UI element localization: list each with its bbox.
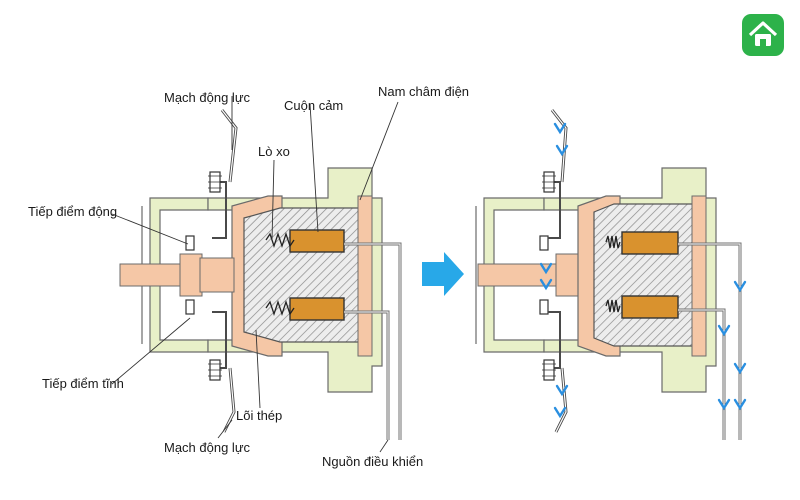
contactor-left xyxy=(111,96,402,453)
spring-top-left xyxy=(265,231,295,249)
label-electromagnet: Nam châm điện xyxy=(378,84,470,99)
steel-core-right xyxy=(593,203,695,347)
label-power-circuit-top: Mạch động lực xyxy=(164,90,251,105)
label-control-source: Nguồn điều khiển xyxy=(322,454,424,469)
spring-bottom-left xyxy=(265,299,295,317)
home-icon[interactable] xyxy=(742,14,784,56)
label-fixed-contact: Tiếp điểm tĩnh xyxy=(42,376,124,391)
label-power-circuit-bottom: Mạch động lực xyxy=(164,440,251,455)
contactor-right xyxy=(475,109,747,440)
plunger-rod-right xyxy=(477,263,569,287)
label-steel-core: Lõi thép xyxy=(236,408,283,423)
coil-top-right xyxy=(621,231,679,255)
coil-bottom-right xyxy=(621,295,679,319)
label-inductor-coil: Cuộn cảm xyxy=(284,98,344,113)
steel-core-left xyxy=(243,207,361,343)
label-moving-contact: Tiếp điểm động xyxy=(28,204,118,219)
coil-bottom-left xyxy=(289,297,345,321)
arrow-right-icon xyxy=(422,252,464,296)
coil-top-left xyxy=(289,229,345,253)
label-spring: Lò xo xyxy=(258,144,290,159)
spring-top-right xyxy=(605,235,621,249)
spring-bottom-right xyxy=(605,299,621,313)
